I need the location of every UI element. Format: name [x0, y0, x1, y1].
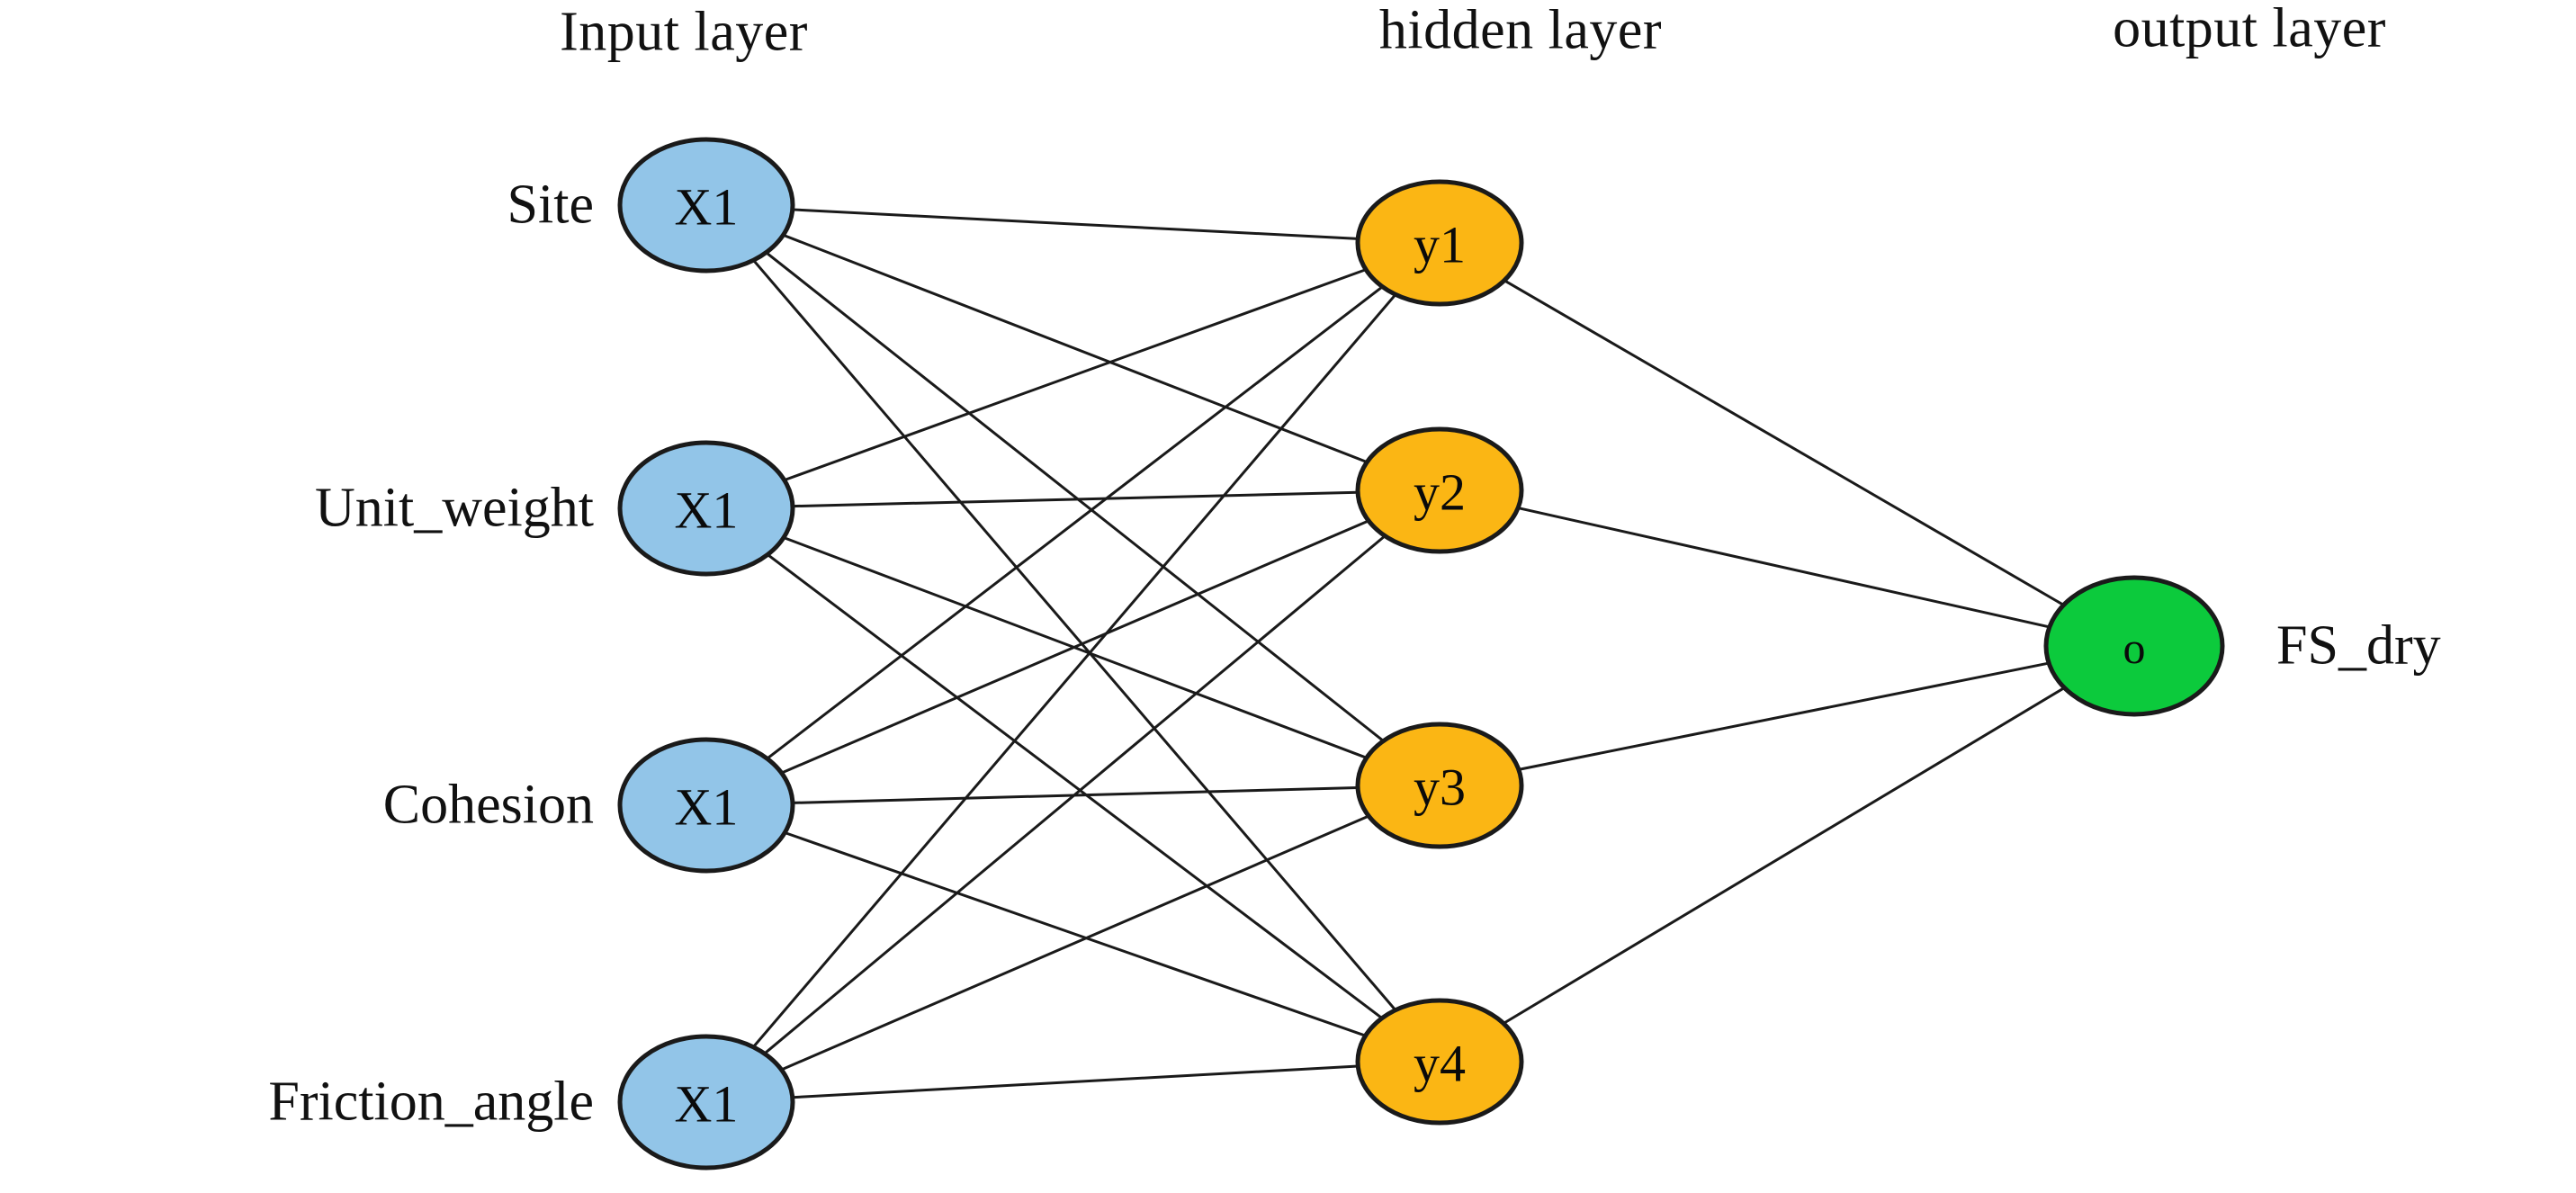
edge-input4-to-y2: [763, 534, 1387, 1055]
edge-y1-to-output: [1503, 279, 2065, 606]
input-node-3[interactable]: X1: [617, 737, 795, 874]
hidden-node-y2-label: y2: [1414, 463, 1466, 522]
edge-input1-to-y2: [782, 233, 1368, 464]
input-feature-label-site: Site: [507, 174, 594, 236]
input-node-1-label: X1: [675, 178, 739, 237]
hidden-node-y4[interactable]: y4: [1355, 998, 1524, 1126]
output-feature-label-fs-dry: FS_dry: [2276, 614, 2441, 677]
edge-input3-to-y2: [780, 519, 1369, 775]
hidden-node-y4-shape[interactable]: [1355, 998, 1524, 1126]
hidden-node-y3[interactable]: y3: [1355, 722, 1524, 849]
edge-input3-to-y1: [766, 285, 1384, 760]
hidden-node-y3-label: y3: [1414, 758, 1466, 817]
input-feature-label-friction-angle: Friction_angle: [268, 1071, 594, 1133]
edges-group: [752, 208, 2066, 1099]
input-layer-title: Input layer: [560, 1, 808, 63]
edge-input4-to-y3: [780, 814, 1369, 1072]
hidden-node-y2[interactable]: y2: [1355, 426, 1524, 554]
output-layer-title: output layer: [2113, 0, 2386, 59]
input-node-2[interactable]: X1: [617, 440, 795, 577]
edge-input1-to-y3: [765, 251, 1385, 742]
hidden-node-y3-shape[interactable]: [1355, 722, 1524, 849]
input-node-4[interactable]: X1: [617, 1034, 795, 1171]
output-node[interactable]: o: [2043, 575, 2225, 717]
input-node-3-label: X1: [675, 778, 739, 837]
input-feature-label-cohesion: Cohesion: [382, 774, 594, 836]
output-node-shape[interactable]: [2043, 575, 2225, 717]
input-node-4-label: X1: [675, 1075, 739, 1134]
hidden-layer-title: hidden layer: [1378, 0, 1663, 61]
input-node-4-shape[interactable]: [617, 1034, 795, 1171]
edge-input2-to-y4: [767, 553, 1383, 1019]
input-node-3-shape[interactable]: [617, 737, 795, 874]
edge-input4-to-y1: [752, 293, 1397, 1048]
edge-input2-to-y2: [792, 490, 1359, 508]
edge-y4-to-output: [1503, 686, 2066, 1025]
edge-y3-to-output: [1518, 661, 2050, 771]
edge-input1-to-y4: [752, 259, 1397, 1011]
hidden-node-y1-label: y1: [1414, 216, 1466, 274]
hidden-node-y1-shape[interactable]: [1355, 179, 1524, 307]
edge-y2-to-output: [1517, 507, 2051, 629]
input-node-1[interactable]: X1: [617, 137, 795, 274]
edge-input1-to-y1: [792, 208, 1359, 240]
edge-input2-to-y1: [784, 268, 1367, 482]
edge-input3-to-y4: [784, 831, 1367, 1037]
input-node-1-shape[interactable]: [617, 137, 795, 274]
input-node-2-shape[interactable]: [617, 440, 795, 577]
edge-input4-to-y4: [792, 1064, 1359, 1099]
hidden-node-y4-label: y4: [1414, 1035, 1466, 1093]
output-node-label: o: [2123, 623, 2146, 673]
input-node-2-label: X1: [675, 481, 739, 540]
hidden-node-y2-shape[interactable]: [1355, 426, 1524, 554]
input-feature-label-unit-weight: Unit_weight: [315, 477, 594, 539]
hidden-node-y1[interactable]: y1: [1355, 179, 1524, 307]
